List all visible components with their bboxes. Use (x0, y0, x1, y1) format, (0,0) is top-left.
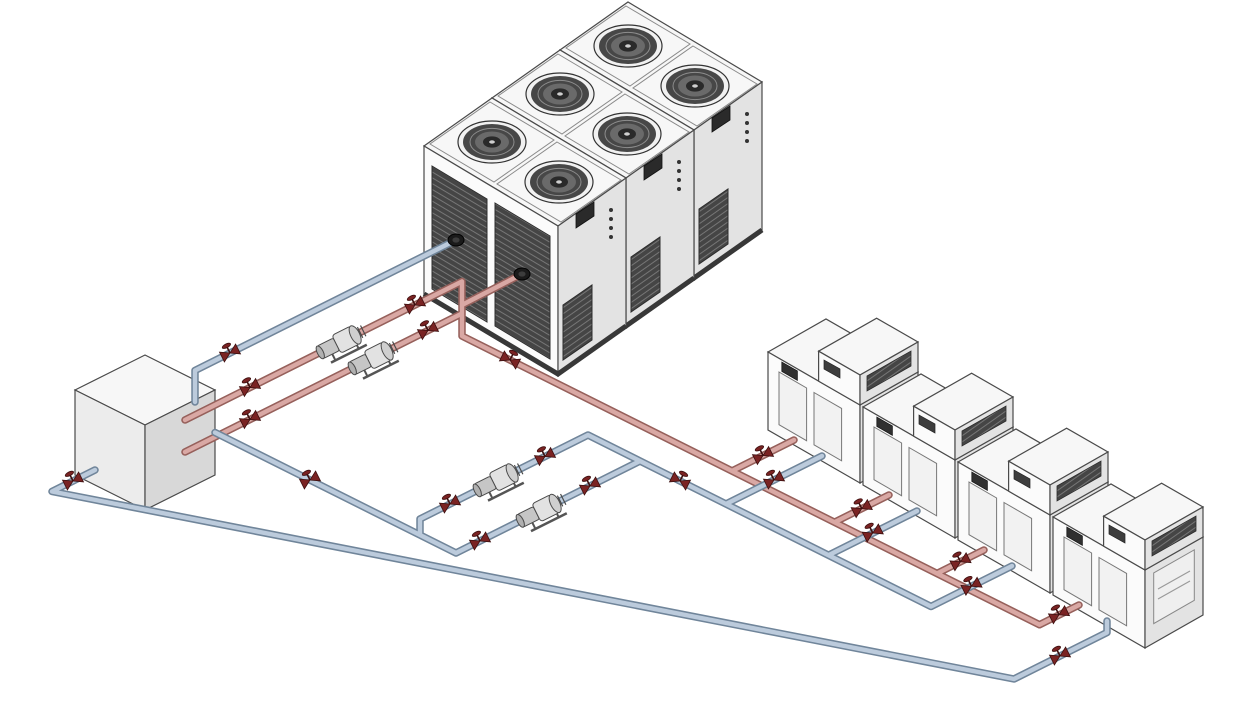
chiller-ports (447, 233, 531, 281)
buffer-tank (73, 354, 217, 511)
